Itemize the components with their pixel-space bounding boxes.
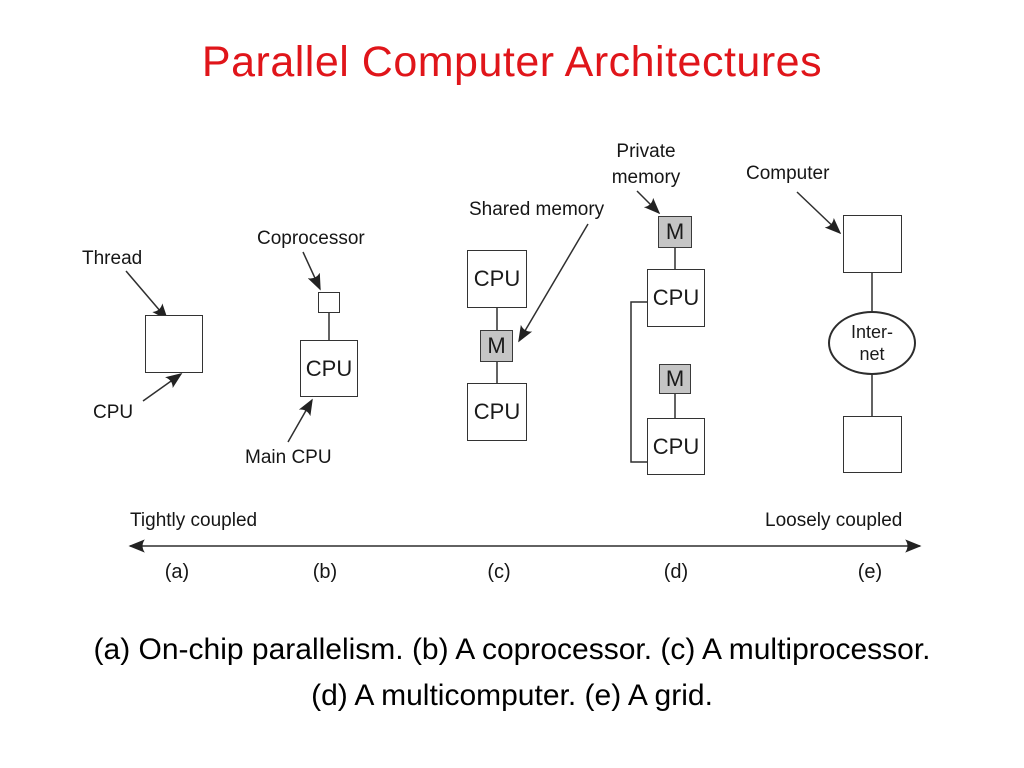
cpu-box-d-bottom: CPU [647,418,705,475]
shared-memory-arrow [518,223,589,343]
cpu-a-arrow [142,373,183,402]
computer-box-bottom [843,416,902,473]
cpu-box-d-top: CPU [647,269,705,327]
main-cpu-label: Main CPU [245,447,332,468]
caption-line-1: (a) On-chip parallelism. (b) A coprocess… [93,633,931,666]
coprocessor-label: Coprocessor [257,228,365,249]
cpu-box-b: CPU [300,340,358,397]
cpu-label-a: CPU [93,402,134,423]
caption-line-2: (d) A multicomputer. (e) A grid. [311,679,713,712]
interconnect-bracket [630,301,647,463]
shared-memory-label: Shared memory [469,199,605,220]
letter-e: (e) [857,561,883,583]
slide-title: Parallel Computer Architectures [201,38,823,86]
loosely-coupled-label: Loosely coupled [765,510,903,531]
letter-d: (d) [663,561,689,583]
private-memory-arrow [636,190,661,215]
shared-memory-box: M [480,330,513,362]
thread-label: Thread [82,248,143,269]
computer-arrow [796,191,842,235]
computer-box-top [843,215,902,273]
coprocessor-arrow [302,251,321,291]
letter-c: (c) [487,561,511,583]
thread-arrow [125,270,169,321]
tightly-coupled-label: Tightly coupled [130,510,258,531]
letter-a: (a) [164,561,190,583]
cpu-chip-box-a [145,315,203,373]
letter-b: (b) [312,561,338,583]
private-memory-label: Private memory [611,141,681,188]
cpu-box-c-bottom: CPU [467,383,527,441]
private-memory-box-top: M [658,216,692,248]
private-memory-box-bottom: M [659,364,691,394]
computer-label: Computer [746,163,830,184]
cpu-box-c-top: CPU [467,250,527,308]
main-cpu-arrow [287,398,313,443]
coprocessor-box [318,292,340,313]
internet-node: Inter- net [828,311,916,375]
